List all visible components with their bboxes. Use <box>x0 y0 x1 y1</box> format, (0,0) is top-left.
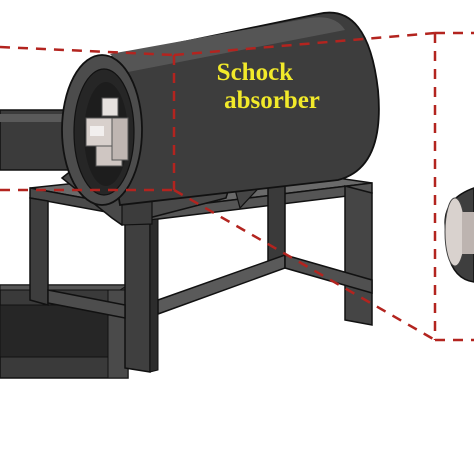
detail-inset <box>435 165 474 340</box>
absorber-cylinder <box>60 11 380 226</box>
label-line-1: Schock <box>217 59 294 86</box>
specimen-fixture <box>85 97 129 167</box>
callout-dashed-lines <box>0 31 474 342</box>
label-line-2: absorber <box>224 87 320 114</box>
component-label: Schock absorber <box>217 59 320 114</box>
